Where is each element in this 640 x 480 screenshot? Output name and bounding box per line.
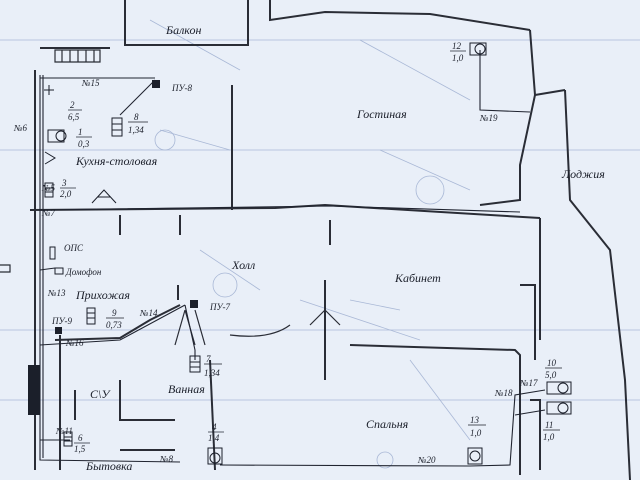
load-value: 1,0 xyxy=(470,428,482,438)
cable-label-14: №14 xyxy=(139,308,158,318)
motor-icon xyxy=(47,42,572,465)
cable-label-8: №8 xyxy=(159,454,173,464)
cable-routes xyxy=(39,50,546,467)
load-number: 1 xyxy=(78,127,83,137)
cable-label-16: №16 xyxy=(65,338,84,348)
load-value: 1,0 xyxy=(452,53,464,63)
room-hall: Холл xyxy=(231,258,255,272)
background-grid xyxy=(0,19,640,469)
load-value: 0,3 xyxy=(78,139,90,149)
load-value: 0,73 xyxy=(106,320,122,330)
load-number: 3 xyxy=(61,178,67,188)
load-value: 5,0 xyxy=(545,370,557,380)
cable-label-18: №18 xyxy=(494,388,513,398)
intercom-icon xyxy=(49,246,64,275)
cable-label-20: №20 xyxy=(417,455,436,465)
load-l13: 13 1,0 xyxy=(468,415,486,438)
load-value: 2,0 xyxy=(60,189,72,199)
load-number: 8 xyxy=(134,112,139,122)
room-entry: Прихожая xyxy=(75,288,130,302)
switchboard xyxy=(28,365,40,415)
load-number: 7 xyxy=(206,354,211,364)
load-l12: 12 1,0 xyxy=(450,41,466,63)
cable-label-6: №6 xyxy=(13,123,27,133)
load-l1: 1 0,3 xyxy=(76,127,92,149)
cable-label-7: №7 xyxy=(41,208,55,218)
panel-pu7-icon xyxy=(190,300,198,308)
cable-label-13: №13 xyxy=(47,288,66,298)
load-l6: 6 1,5 xyxy=(74,433,90,454)
panel-pu7-label: ПУ-7 xyxy=(209,302,231,312)
room-bedroom: Спальня xyxy=(366,417,409,431)
load-l4: 4 1,4 xyxy=(208,422,224,443)
load-number: 13 xyxy=(470,415,480,425)
panel-pu8-icon xyxy=(152,80,160,88)
load-l3: 3 2,0 xyxy=(60,178,76,199)
load-number: 9 xyxy=(112,308,117,318)
load-value: 1,34 xyxy=(204,368,220,378)
room-office: Кабинет xyxy=(394,271,441,285)
lamp-icon xyxy=(44,85,117,204)
room-wc: С\У xyxy=(90,387,111,401)
heater-icon xyxy=(44,117,201,447)
panel-pu9-label: ПУ-9 xyxy=(51,316,73,326)
load-number: 2 xyxy=(70,100,75,110)
load-value: 1,34 xyxy=(128,125,144,135)
room-balcony: Балкон xyxy=(165,23,201,37)
load-value: 1,5 xyxy=(74,444,86,454)
room-kitchen: Кухня-столовая xyxy=(75,154,158,168)
room-bathroom: Ванная xyxy=(168,382,205,396)
load-value: 1,4 xyxy=(208,433,220,443)
load-l8: 8 1,34 xyxy=(128,112,148,135)
cable-label-15: №15 xyxy=(81,78,100,88)
panel-pu8-label: ПУ-8 xyxy=(171,83,193,93)
load-number: 4 xyxy=(212,422,217,432)
room-utility: Бытовка xyxy=(85,459,132,473)
load-l7: 7 1,34 xyxy=(204,354,222,378)
cable-label-5: №5 xyxy=(41,183,55,193)
panel-pu9-icon xyxy=(55,327,62,334)
load-l2: 2 6,5 xyxy=(68,100,82,122)
load-value: 1,0 xyxy=(543,432,555,442)
load-l10: 10 5,0 xyxy=(545,358,562,380)
room-living: Гостиная xyxy=(356,107,407,121)
load-value: 6,5 xyxy=(68,112,80,122)
device-ops-label: ОПС xyxy=(64,243,84,253)
load-l11: 11 1,0 xyxy=(543,420,560,442)
load-number: 6 xyxy=(78,433,83,443)
cable-label-19: №19 xyxy=(479,113,498,123)
load-l9: 9 0,73 xyxy=(106,308,124,330)
device-intercom-label: Домофон xyxy=(65,267,102,277)
load-number: 10 xyxy=(547,358,557,368)
load-number: 11 xyxy=(545,420,553,430)
cable-label-17: №17 xyxy=(519,378,538,388)
room-loggia: Лоджия xyxy=(561,167,605,181)
load-number: 12 xyxy=(452,41,462,51)
cable-label-11: №11 xyxy=(55,426,73,436)
